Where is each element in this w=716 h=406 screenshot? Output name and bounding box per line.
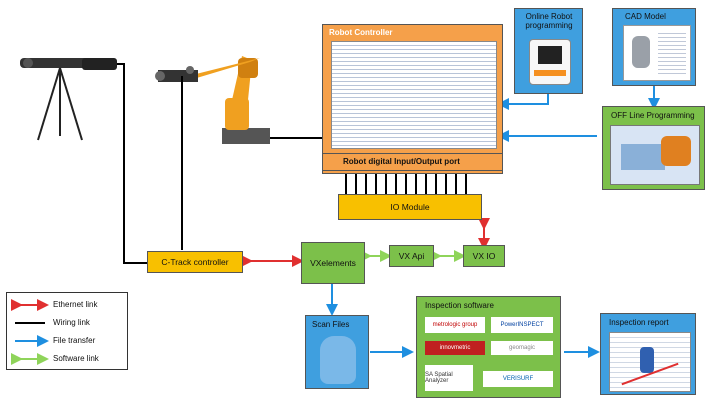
cad-model-image bbox=[623, 25, 691, 81]
logo-innovmetric: innovmetric bbox=[425, 341, 485, 355]
offline-programming-box: OFF Line Programming bbox=[602, 106, 705, 190]
legend-file-label: File transfer bbox=[53, 336, 96, 345]
legend-ethernet-label: Ethernet link bbox=[53, 300, 98, 309]
legend-software-label: Software link bbox=[53, 354, 99, 363]
inspection-report-label: Inspection report bbox=[609, 318, 669, 327]
vxelements-box: VXelements bbox=[301, 242, 365, 284]
vx-api-label: VX Api bbox=[398, 251, 425, 261]
inspection-software-box: Inspection software metrologic group Pow… bbox=[416, 296, 561, 398]
ctrack-controller-label: C-Track controller bbox=[161, 257, 229, 267]
vx-io-label: VX IO bbox=[472, 251, 496, 261]
tracker-device-icon bbox=[82, 58, 117, 70]
io-port-label: Robot digital Input/Output port bbox=[343, 157, 460, 166]
inspection-software-label: Inspection software bbox=[425, 301, 494, 310]
logo-spatial-analyzer: SA Spatial Analyzer bbox=[425, 365, 473, 391]
legend: Ethernet link Wiring link File transfer … bbox=[6, 292, 128, 370]
io-port-bar bbox=[323, 153, 502, 171]
legend-swatches bbox=[11, 299, 49, 365]
robot-controller-box: Robot Controller Robot digital Input/Out… bbox=[322, 24, 503, 174]
robot-arm-icon bbox=[155, 56, 270, 144]
scanned-part-icon bbox=[320, 336, 356, 384]
code-listing-image bbox=[331, 41, 497, 149]
vx-io-box: VX IO bbox=[463, 245, 505, 267]
offline-programming-label: OFF Line Programming bbox=[611, 111, 695, 120]
online-programming-label: Online Robot programming bbox=[525, 12, 573, 30]
io-wires bbox=[345, 171, 467, 194]
vx-api-box: VX Api bbox=[389, 245, 434, 267]
online-programming-box: Online Robot programming bbox=[514, 8, 583, 94]
logo-powerinspect: PowerINSPECT bbox=[491, 317, 553, 333]
inspection-report-box: Inspection report bbox=[600, 313, 696, 395]
offline-programming-image bbox=[610, 125, 700, 185]
logo-verisurf: VERISURF bbox=[483, 371, 553, 387]
legend-wiring-label: Wiring link bbox=[53, 318, 90, 327]
ctrack-controller-box: C-Track controller bbox=[147, 251, 243, 273]
scan-files-box: Scan Files bbox=[305, 315, 369, 389]
cad-model-box: CAD Model bbox=[612, 8, 696, 86]
cad-model-label: CAD Model bbox=[625, 12, 666, 21]
io-module-box: IO Module bbox=[338, 194, 482, 220]
tripod-camera-icon bbox=[20, 58, 100, 141]
scan-files-label: Scan Files bbox=[312, 320, 350, 329]
vxelements-label: VXelements bbox=[310, 258, 356, 268]
teach-pendant-icon bbox=[529, 39, 571, 85]
robot-controller-title: Robot Controller bbox=[329, 28, 393, 37]
report-document-image bbox=[609, 332, 691, 392]
io-module-label: IO Module bbox=[390, 202, 430, 212]
logo-metrologic: metrologic group bbox=[425, 317, 485, 333]
logo-geomagic: geomagic bbox=[491, 341, 553, 355]
